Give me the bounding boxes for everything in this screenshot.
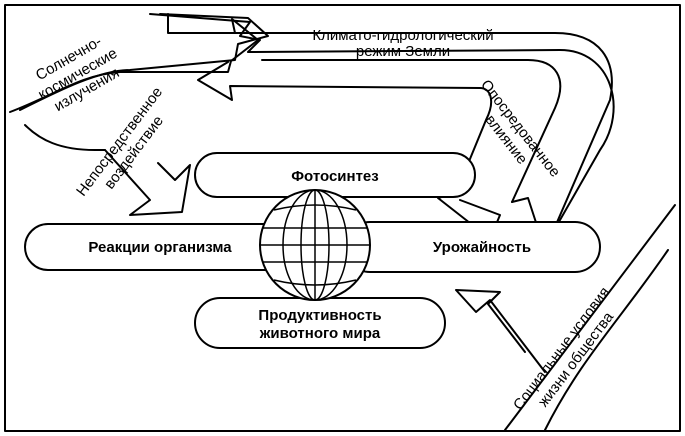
social-line-inner <box>544 249 669 431</box>
climate-band-bottom <box>261 59 562 203</box>
climate-band-top <box>231 32 613 251</box>
social-label: Социальные условия жизни общества <box>510 284 618 413</box>
climate-label-1: Климато-гидрологический <box>312 27 493 44</box>
climate-label-2: режим Земли <box>356 43 450 60</box>
climate-band-outline <box>9 13 259 113</box>
indirect-label: Опосредованное влияние <box>477 77 563 181</box>
social-line-outer <box>504 204 676 431</box>
fauna-label-1: Продуктивность <box>258 307 381 324</box>
photosynthesis-label: Фотосинтез <box>291 168 378 185</box>
direct-label: Непосредственное воздействие <box>73 84 167 200</box>
solar-arc <box>24 124 106 151</box>
solar-label: Солнечно- космические излучения <box>33 33 122 115</box>
direct-arrow <box>104 149 191 216</box>
diagram-frame <box>4 4 681 432</box>
organism-label: Реакции организма <box>88 239 232 256</box>
social-label-1: Социальные условия <box>510 284 613 413</box>
fauna-label-2: животного мира <box>259 325 381 342</box>
globe-icon <box>259 189 371 301</box>
yield-label: Урожайность <box>433 239 531 256</box>
social-arrow <box>455 289 546 373</box>
